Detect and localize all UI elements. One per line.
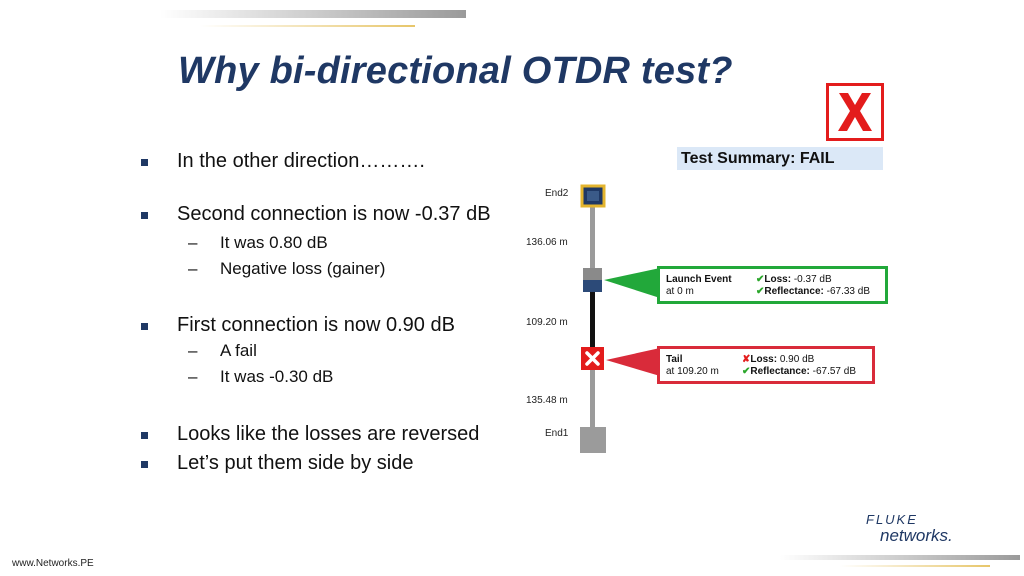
sub-bullet-text: It was 0.80 dB bbox=[220, 233, 328, 252]
end1-block-icon bbox=[580, 427, 606, 453]
logo-top-text: FLUKE bbox=[866, 512, 918, 527]
logo-bottom-text: networks. bbox=[880, 526, 953, 545]
bullet-4: Looks like the losses are reversed bbox=[140, 423, 480, 445]
cross-icon: ✘ bbox=[742, 354, 751, 365]
launch-callout-pointer bbox=[604, 268, 660, 298]
launch-event-box: Launch Event at 0 m ✔Loss: -0.37 dB ✔Ref… bbox=[657, 266, 888, 304]
fiber-segment-middle bbox=[590, 290, 595, 354]
sub-bullet-3-1: –A fail bbox=[188, 341, 257, 360]
launch-event-connector-icon bbox=[583, 268, 602, 292]
distance-label-1: 136.06 m bbox=[526, 237, 568, 248]
tail-event-metrics: ✘Loss: 0.90 dB ✔Reflectance: -67.57 dB bbox=[742, 354, 856, 378]
reflectance-value: -67.57 dB bbox=[812, 366, 857, 377]
launch-event-info: Launch Event at 0 m bbox=[666, 274, 732, 298]
otdr-event-map bbox=[580, 184, 660, 453]
launch-event-name: Launch Event bbox=[666, 274, 732, 285]
slide-title: Why bi-directional OTDR test? bbox=[178, 50, 733, 92]
reflectance-value: -67.33 dB bbox=[826, 286, 871, 297]
bullet-1: In the other direction………. bbox=[141, 150, 425, 172]
sub-bullet-2-1: –It was 0.80 dB bbox=[188, 233, 328, 252]
tail-event-name: Tail bbox=[666, 354, 683, 365]
bullet-3: First connection is now 0.90 dB bbox=[141, 314, 455, 336]
sub-bullet-2-2: –Negative loss (gainer) bbox=[188, 259, 386, 278]
reflectance-label: Reflectance: bbox=[764, 286, 824, 297]
launch-reflectance-row: ✔Reflectance: -67.33 dB bbox=[756, 286, 870, 298]
tail-event-location: at 109.20 m bbox=[666, 366, 719, 377]
end2-connector-icon bbox=[580, 184, 606, 208]
check-icon: ✔ bbox=[756, 274, 765, 285]
check-icon: ✔ bbox=[742, 366, 751, 377]
fail-x-icon bbox=[826, 83, 884, 141]
top-decoration-bar bbox=[160, 10, 466, 18]
tail-loss-row: ✘Loss: 0.90 dB bbox=[742, 354, 856, 366]
sub-bullet-3-2: –It was -0.30 dB bbox=[188, 367, 334, 386]
test-summary-label: Test Summary: FAIL bbox=[677, 147, 883, 170]
bullet-5: Let’s put them side by side bbox=[140, 452, 414, 474]
loss-label: Loss: bbox=[764, 274, 792, 285]
loss-label: Loss: bbox=[750, 354, 778, 365]
tail-event-info: Tail at 109.20 m bbox=[666, 354, 719, 378]
launch-loss-row: ✔Loss: -0.37 dB bbox=[756, 274, 870, 286]
bottom-decoration-line bbox=[840, 565, 990, 567]
fiber-segment-top bbox=[590, 205, 595, 280]
loss-value: 0.90 dB bbox=[779, 354, 815, 365]
tail-event-box: Tail at 109.20 m ✘Loss: 0.90 dB ✔Reflect… bbox=[657, 346, 875, 384]
tail-fail-icon bbox=[581, 347, 604, 370]
tail-reflectance-row: ✔Reflectance: -67.57 dB bbox=[742, 366, 856, 378]
fluke-networks-logo: FLUKE networks. bbox=[866, 513, 953, 544]
sub-bullet-text: A fail bbox=[220, 341, 257, 360]
end2-label: End2 bbox=[545, 188, 569, 199]
loss-value: -0.37 dB bbox=[793, 274, 832, 285]
check-icon: ✔ bbox=[756, 286, 765, 297]
sub-bullet-text: Negative loss (gainer) bbox=[220, 259, 386, 278]
bullet-2: Second connection is now -0.37 dB bbox=[141, 203, 491, 225]
tail-callout-pointer bbox=[606, 348, 660, 376]
x-mark-icon bbox=[838, 93, 872, 131]
distance-label-2: 109.20 m bbox=[526, 317, 568, 328]
sub-bullet-text: It was -0.30 dB bbox=[220, 367, 334, 386]
bottom-decoration-bar bbox=[780, 555, 1020, 560]
launch-event-location: at 0 m bbox=[666, 286, 694, 297]
reflectance-label: Reflectance: bbox=[750, 366, 810, 377]
fiber-segment-bottom bbox=[590, 368, 595, 432]
distance-label-3: 135.48 m bbox=[526, 395, 568, 406]
launch-event-metrics: ✔Loss: -0.37 dB ✔Reflectance: -67.33 dB bbox=[756, 274, 870, 298]
top-decoration-line bbox=[200, 25, 415, 27]
end1-label: End1 bbox=[545, 428, 569, 439]
footer-website: www.Networks.PE bbox=[12, 558, 94, 569]
